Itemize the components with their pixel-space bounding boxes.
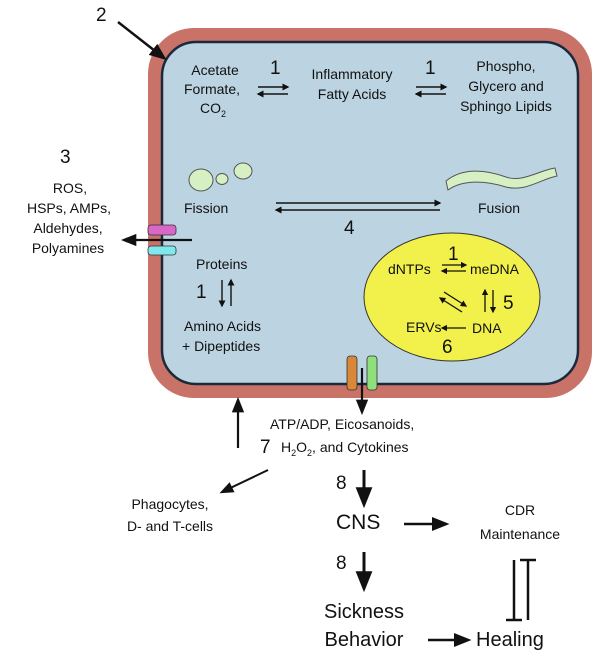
medna-label: meDNA <box>470 261 520 277</box>
diag-a <box>443 291 468 307</box>
healing-label: Healing <box>476 629 544 651</box>
polyamines-label: Polyamines <box>31 240 105 256</box>
fusion-label: Fusion <box>478 200 521 216</box>
behavior-label: Behavior <box>324 629 404 651</box>
vesicle-medium <box>233 162 253 180</box>
maintenance-label: Maintenance <box>479 526 561 542</box>
arrow-7-phagocytes <box>219 469 269 494</box>
h2o2-cytokines-label: H2O2, and Cytokines <box>281 439 409 458</box>
acetate-label: Acetate <box>191 62 239 78</box>
phospho-label: Phospho, <box>476 58 536 74</box>
dt-cells-label: D- and T-cells <box>126 518 214 534</box>
dntps-label: dNTPs <box>388 261 431 277</box>
dipeptides-label: + Dipeptides <box>182 338 261 354</box>
phagocytes-label: Phagocytes, <box>131 496 209 512</box>
label-6: 6 <box>442 337 453 358</box>
co2-label: CO2 <box>200 100 227 119</box>
sickness-label: Sickness <box>323 601 405 623</box>
amino-acids-label: Amino Acids <box>184 318 262 334</box>
arrow-2 <box>117 21 167 61</box>
inflammatory-label: Inflammatory <box>311 66 393 82</box>
label-1-top-right: 1 <box>425 58 436 79</box>
fatty-acids-label: Fatty Acids <box>317 86 387 102</box>
aldehydes-label: Aldehydes, <box>33 220 103 236</box>
label-7: 7 <box>260 437 271 458</box>
diag-b <box>438 297 463 313</box>
hsps-amps-label: HSPs, AMPs, <box>26 200 112 216</box>
sphingo-label: Sphingo Lipids <box>460 98 552 114</box>
dna-label: DNA <box>472 320 502 336</box>
cdr-label: CDR <box>504 502 536 518</box>
channel-orange <box>346 355 358 391</box>
channel-magenta <box>147 224 177 236</box>
channel-green <box>366 355 378 391</box>
label-8-bottom: 8 <box>336 553 347 574</box>
vesicle-large <box>188 168 214 192</box>
fission-label: Fission <box>184 200 229 216</box>
label-1-top-left: 1 <box>270 58 281 79</box>
label-2: 2 <box>96 5 107 26</box>
proteins-label: Proteins <box>196 256 248 272</box>
label-3: 3 <box>60 147 71 168</box>
ervs-label: ERVs <box>406 319 442 335</box>
label-4: 4 <box>344 218 355 239</box>
channel-cyan <box>147 245 177 256</box>
label-1-nucleus: 1 <box>448 244 459 265</box>
label-5: 5 <box>503 293 514 314</box>
mitochondrion-worm <box>445 167 558 191</box>
ros-label: ROS, <box>52 180 88 196</box>
atp-eicosanoids-label: ATP/ADP, Eicosanoids, <box>270 416 415 432</box>
vesicle-small <box>215 173 229 185</box>
label-8-top: 8 <box>336 473 347 494</box>
formate-label: Formate, <box>183 81 240 97</box>
glycero-label: Glycero and <box>468 78 544 94</box>
label-1-protein: 1 <box>196 282 207 303</box>
cns-label: CNS <box>336 511 381 534</box>
